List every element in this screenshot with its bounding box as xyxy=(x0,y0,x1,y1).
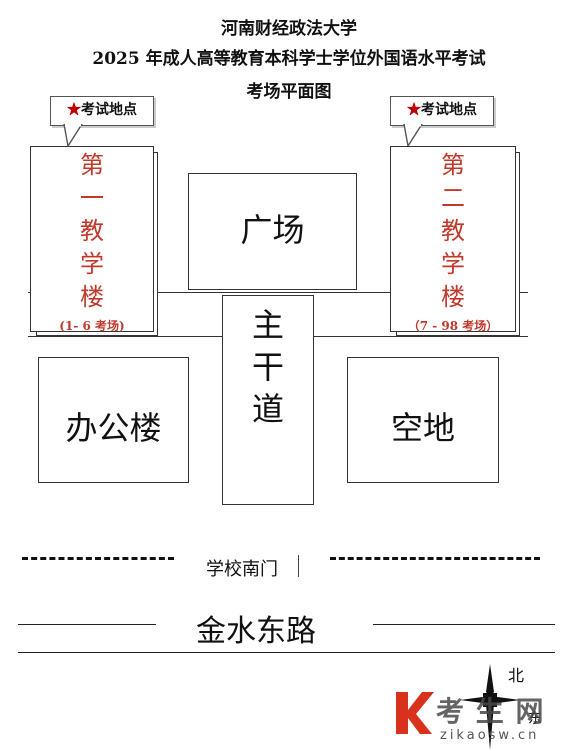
building-char: 教 xyxy=(80,217,104,245)
compass-east-label: 东 xyxy=(528,711,542,727)
building-char: 二 xyxy=(441,184,465,212)
south-gate-label: 学校南门 xyxy=(206,559,278,580)
room-range-label: （7 - 98 考场） xyxy=(407,319,499,333)
title-line-3: 考场平面图 xyxy=(246,82,332,102)
street-line-right xyxy=(373,624,555,625)
watermark-name: 考 生 网 xyxy=(436,695,545,728)
plaza: 广场 xyxy=(188,173,357,290)
teaching-building-1: 第 一 教 学 楼 (1- 6 考场) xyxy=(30,146,154,333)
road-line-upper xyxy=(28,292,528,293)
callout-pointer-right xyxy=(403,124,423,148)
main-road-char: 道 xyxy=(251,390,284,428)
gate-dashed-line-left xyxy=(22,557,174,560)
office-building: 办公楼 xyxy=(38,357,189,483)
plaza-label: 广场 xyxy=(240,211,305,249)
exam-location-callout-right: ★考试地点 xyxy=(390,96,494,126)
compass-north-label: 北 xyxy=(508,666,525,685)
street-line-bottom xyxy=(18,652,555,653)
building-char: 教 xyxy=(441,217,465,245)
compass-icon xyxy=(460,664,520,750)
street-line-left xyxy=(18,624,156,625)
star-icon: ★ xyxy=(407,102,421,118)
office-building-label: 办公楼 xyxy=(65,409,162,447)
building-char: 楼 xyxy=(441,283,465,311)
street-name: 金水东路 xyxy=(196,614,316,649)
callout-pointer-left xyxy=(63,124,83,148)
building-char: 学 xyxy=(441,250,465,278)
building-char: 第 xyxy=(80,151,104,179)
building-char: 学 xyxy=(80,250,104,278)
k-logo-icon xyxy=(396,692,434,734)
callout-label: 考试地点 xyxy=(421,102,477,118)
gate-dashed-line-right xyxy=(330,557,540,560)
room-range-label: (1- 6 考场) xyxy=(59,319,125,333)
open-space: 空地 xyxy=(347,357,499,483)
callout-label: 考试地点 xyxy=(81,102,137,118)
star-icon: ★ xyxy=(67,102,81,118)
title-line-2: 2025 年成人高等教育本科学士学位外国语水平考试 xyxy=(92,49,486,69)
open-space-label: 空地 xyxy=(390,409,455,447)
main-road-char: 主 xyxy=(251,306,284,344)
building-char: 第 xyxy=(441,151,465,179)
exam-location-callout-left: ★考试地点 xyxy=(50,96,154,126)
main-road-char: 干 xyxy=(251,348,284,386)
watermark-url: zikaosw.cn xyxy=(440,728,540,743)
building-char: 楼 xyxy=(80,283,104,311)
building-char: 一 xyxy=(80,184,104,212)
text-cursor-mark xyxy=(298,555,299,577)
title-line-1: 河南财经政法大学 xyxy=(221,19,357,39)
teaching-building-2: 第 二 教 学 楼 （7 - 98 考场） xyxy=(390,146,516,333)
main-road: 主 干 道 xyxy=(222,295,314,505)
